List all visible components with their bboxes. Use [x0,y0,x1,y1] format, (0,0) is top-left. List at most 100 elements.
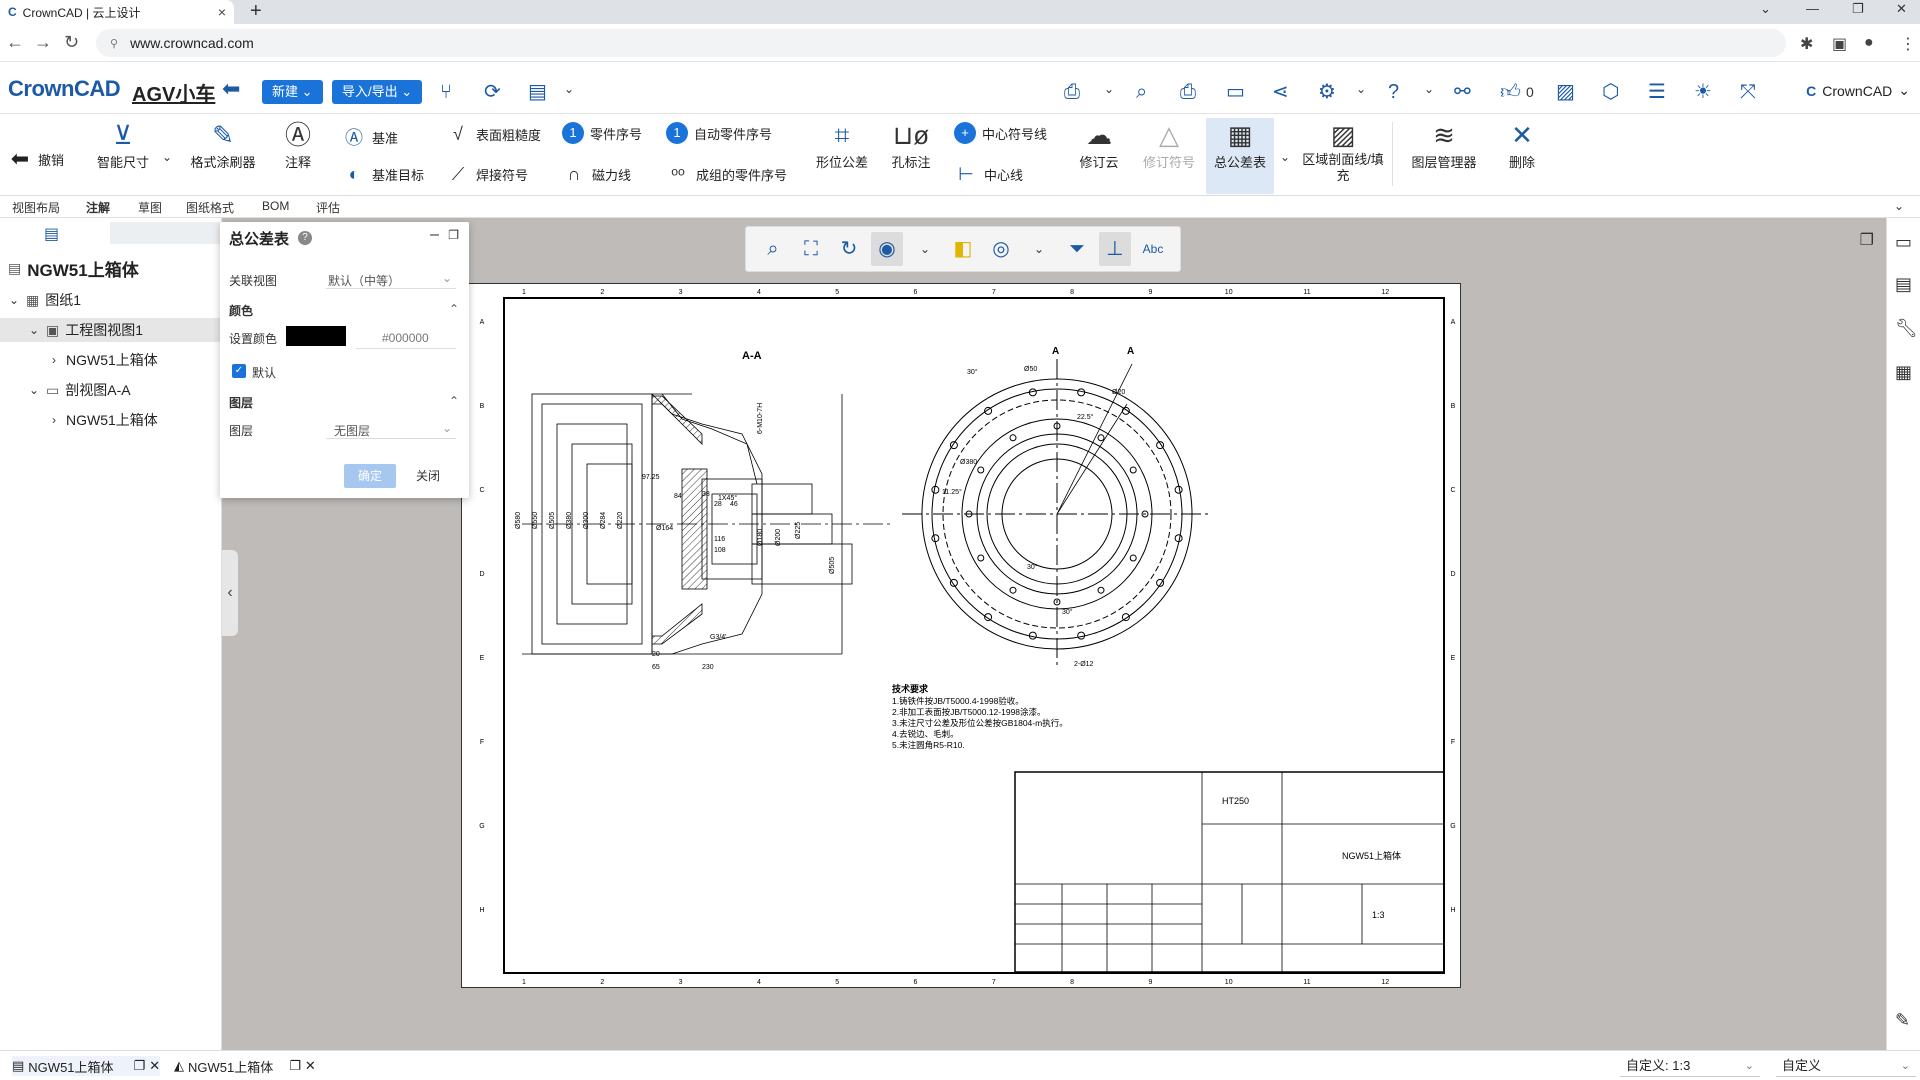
section-view-icon[interactable]: ◎ [992,238,1010,260]
tab-sheet-format[interactable]: 图纸格式 [186,201,235,215]
comment-icon[interactable]: ▭ [1226,81,1245,103]
settings-dropdown-icon[interactable]: ⌄ [1356,82,1367,96]
zoom-icon[interactable]: ⌕ [767,238,779,260]
close-tab-icon[interactable]: ✕ [304,1058,316,1073]
popout-icon[interactable]: ❐ [133,1058,146,1073]
tab-view-layout[interactable]: 视图布局 [12,201,61,215]
layer-select[interactable]: 无图层 [334,424,371,438]
layer-manager-button[interactable]: ≋ 图层管理器 [1404,118,1484,171]
color-hex-input[interactable]: #000000 [382,331,429,345]
wrench-icon[interactable]: 🔧︎ [1895,318,1918,338]
axis-icon[interactable]: ⊥ [1099,232,1131,266]
tree-item-part[interactable]: › NGW51上箱体 [0,348,158,372]
feedback-icon[interactable]: ✎ [1895,1010,1911,1030]
ribbon-collapse-icon[interactable]: ⌄ [1894,199,1905,213]
area-hatch-button[interactable]: ▨ 区域剖面线/填充 [1300,118,1386,184]
tolerance-table-dropdown-icon[interactable]: ⌄ [1280,150,1291,164]
close-window-icon[interactable]: ✕ [1896,1,1907,16]
tab-bom[interactable]: BOM [262,199,290,213]
save-icon[interactable]: ▤ [528,81,547,103]
restore-panel-icon[interactable]: ❐ [1859,232,1874,249]
image-icon[interactable]: ▨ [1556,81,1575,103]
notes-icon[interactable]: ▦ [1895,362,1913,382]
close-button[interactable]: 关闭 [416,469,441,483]
user-menu[interactable]: C CrownCAD ⌄ [1806,82,1910,99]
maximize-dialog-icon[interactable]: ❐ [448,228,459,242]
color-swatch[interactable] [286,326,346,346]
restore-window-icon[interactable]: ❐ [1852,1,1864,16]
visibility-dropdown-icon[interactable]: ⌄ [919,242,931,256]
minimize-window-icon[interactable]: — [1806,1,1819,16]
settings-gear-icon[interactable]: ⚙ [1318,81,1336,103]
visibility-eye-icon[interactable]: ◉ [871,232,903,266]
collapse-panel-chevron-left-icon[interactable]: ‹ [222,550,238,636]
forward-arrow-icon[interactable]: → [34,32,52,52]
printer-icon[interactable]: ⎙ [1180,81,1196,103]
back-arrow-icon[interactable]: ← [6,32,24,52]
default-color-checkbox[interactable]: ✓ [232,364,246,378]
folder-icon[interactable]: ▭ [1895,232,1913,252]
tree-item-drawing-view[interactable]: ⌄ ▣ 工程图视图1 [0,318,222,342]
tab-evaluate[interactable]: 评估 [316,201,341,215]
sync-icon[interactable]: ⟳ [484,81,501,103]
popout-icon[interactable]: ❐ [289,1058,301,1073]
chevron-right-icon[interactable]: › [52,353,56,367]
tab-close-button[interactable]: × [217,4,226,20]
undo-button[interactable]: ⬅ 撤销 [8,146,64,172]
note-button[interactable]: Ⓐ 注释 [280,118,316,171]
list-icon[interactable]: ☰ [1648,81,1666,103]
zoom-fit-icon[interactable]: ⛶ [804,238,818,260]
help-icon[interactable]: ? [298,231,312,245]
new-tab-button[interactable]: + [250,0,262,22]
model-icon[interactable]: ⬡ [1602,81,1620,103]
smart-dimension-dropdown-icon[interactable]: ⌄ [162,150,173,164]
display-style-cube-icon[interactable]: ◧ [953,238,973,260]
chevron-down-icon[interactable]: ⌄ [28,323,40,337]
project-name[interactable]: AGV小车 [132,84,216,106]
tree-view-icon[interactable]: ▤ [44,226,60,243]
document-tab-part[interactable]: ◭ NGW51上箱体 ❐ ✕ [174,1056,316,1076]
revision-symbol-button[interactable]: △ 修订符号 [1138,118,1200,171]
import-export-button[interactable]: 导入/导出 ⌄ [332,80,423,104]
rotate-icon[interactable]: ↻ [840,238,858,260]
surface-roughness-button[interactable]: √ 表面粗糙度 [446,124,541,145]
minimize-dialog-icon[interactable]: – [430,226,439,243]
branch-icon[interactable]: ⑂ [440,81,452,103]
print-setup-icon[interactable]: ⎙ [1064,81,1080,103]
datum-button[interactable]: Ⓐ 基准 [342,124,398,150]
ok-button[interactable]: 确定 [344,464,396,488]
units-select[interactable]: 自定义 ⌄ [1776,1055,1916,1077]
linked-view-dropdown-icon[interactable]: ⌄ [442,271,453,285]
tab-annotation[interactable]: 注解 [86,201,111,215]
text-visibility-icon[interactable]: Abc [1142,242,1164,256]
extensions-icon[interactable]: ✱ [1800,36,1814,53]
reload-icon[interactable]: ↻ [64,32,80,52]
like-icon[interactable]: 👍︎ [1500,81,1521,103]
revision-cloud-button[interactable]: ☁ 修订云 [1074,118,1124,171]
share-icon[interactable]: ⋖ [1272,81,1289,103]
chevron-down-icon[interactable]: ⌄ [28,383,40,397]
network-icon[interactable]: ⚯ [1454,81,1471,103]
back-to-home-icon[interactable]: ⬅ [222,76,241,101]
tree-filter-box[interactable] [110,222,222,244]
tab-sketch[interactable]: 草图 [138,201,163,215]
layer-dropdown-icon[interactable]: ⌄ [442,421,453,435]
browser-tab[interactable]: C CrownCAD | 云上设计 × [0,0,234,24]
stacked-balloon-button[interactable]: ᵒᵒ 成组的零件序号 [666,164,787,185]
smart-dimension-button[interactable]: ⊻ 智能尺寸 [90,118,156,171]
fullscreen-icon[interactable]: ⤧ [1740,81,1756,103]
magnetic-line-button[interactable]: ∩ 磁力线 [562,164,631,185]
site-info-icon[interactable]: ⚲ [110,37,119,50]
general-tolerance-table-button[interactable]: ▦ 总公差表 [1206,118,1274,194]
tab-search-icon[interactable]: ⌄ [1760,1,1771,16]
balloon-button[interactable]: 1 零件序号 [562,122,642,144]
delete-button[interactable]: ✕ 删除 [1500,118,1544,171]
section-dropdown-icon[interactable]: ⌄ [1033,242,1045,256]
tree-item-section-view[interactable]: ⌄ ▭ 剖视图A-A [0,378,131,402]
save-dropdown-icon[interactable]: ⌄ [564,82,575,96]
tree-item-sheet[interactable]: ⌄ ▦ 图纸1 [0,288,81,312]
browser-menu-icon[interactable]: ⋮ [1900,36,1916,53]
sheet-scale-select[interactable]: 自定义: 1:3 ⌄ [1620,1055,1760,1077]
